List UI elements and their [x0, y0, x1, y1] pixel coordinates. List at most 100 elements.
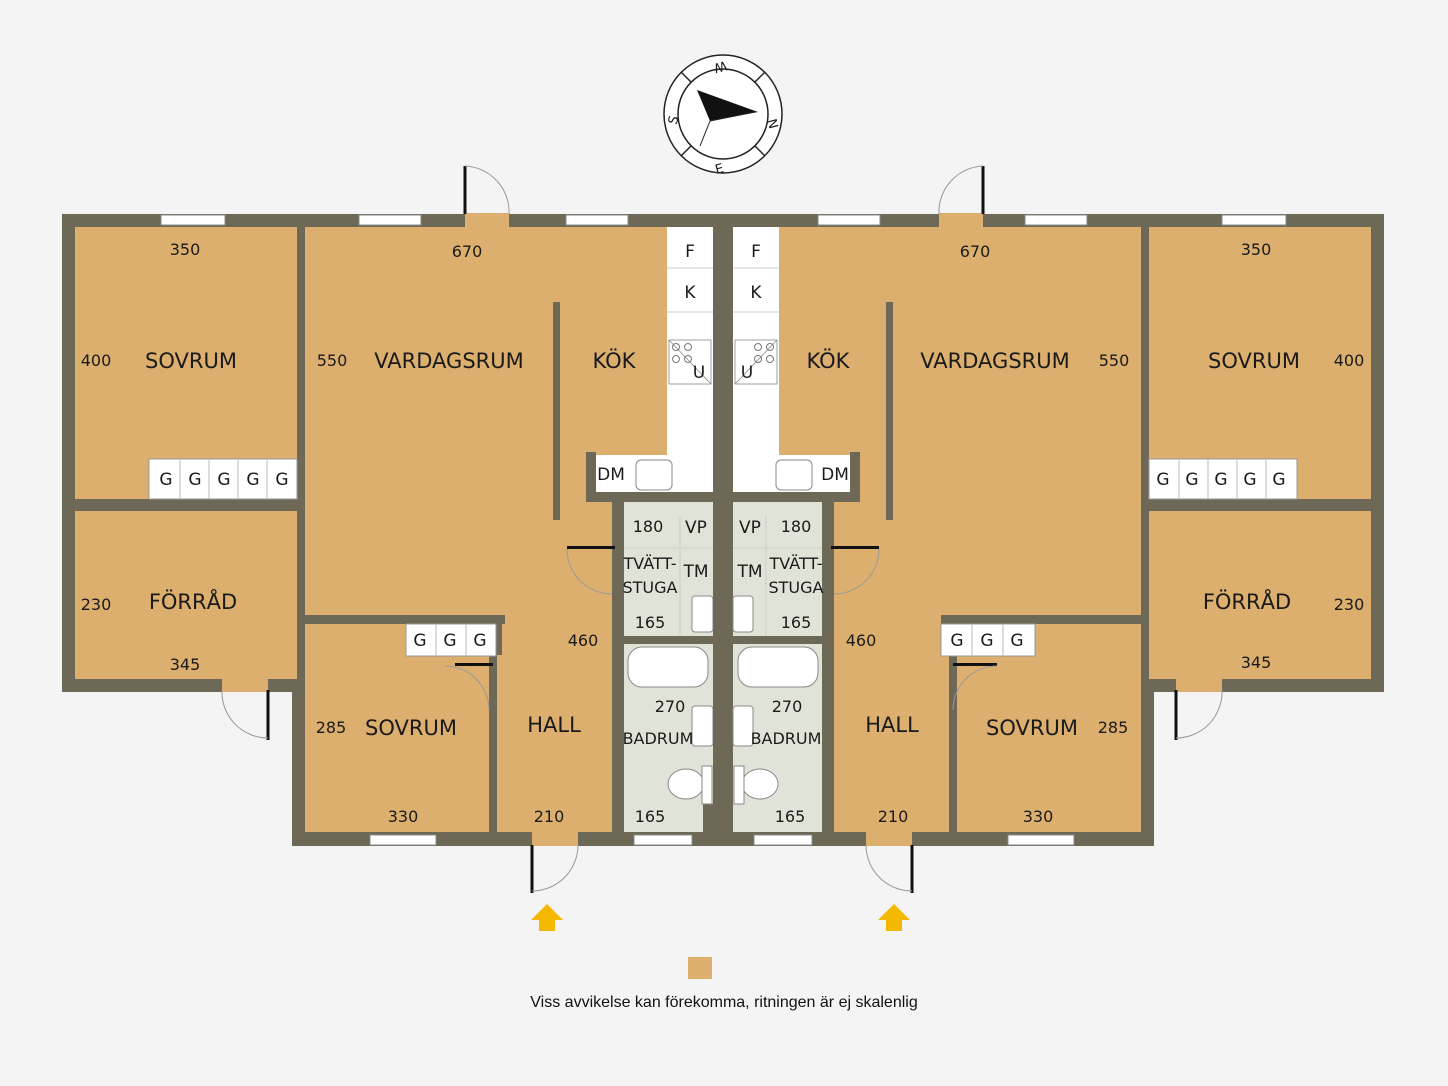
label-wardrobe: G — [1185, 470, 1198, 490]
compass-west-label: W — [712, 57, 728, 75]
sink-icon — [775, 459, 813, 491]
wardrobe-row-right-bottom — [940, 623, 1036, 657]
label-tvatt-1: TVÄTT- — [769, 554, 823, 573]
label-wardrobe: G — [1243, 470, 1256, 490]
doors — [221, 165, 1223, 893]
label-badrum: BADRUM — [623, 729, 694, 748]
label-wardrobe: G — [443, 631, 456, 651]
dim-sovrum-width: 350 — [1241, 240, 1272, 259]
label-freezer: F — [685, 242, 695, 262]
room-hall-right — [834, 612, 949, 832]
dim-hall-depth: 460 — [846, 631, 877, 650]
room-sovrum-right — [1149, 227, 1371, 499]
room-sovrum-small-left — [305, 624, 489, 832]
dim-tvatt-width: 165 — [635, 613, 666, 632]
label-sovrum-2: SOVRUM — [986, 716, 1078, 740]
label-heat-pump: VP — [739, 518, 761, 538]
dim-badrum-width: 165 — [635, 807, 666, 826]
left-unit-labels: 350 400 SOVRUM 670 550 VARDAGSRUM KÖK 23… — [81, 240, 709, 826]
label-freezer: F — [751, 242, 761, 262]
label-oven: U — [741, 363, 753, 383]
windows — [160, 214, 1287, 846]
left-unit — [75, 227, 747, 835]
wardrobe-row-left-top — [148, 458, 298, 500]
dim-tvatt-width: 165 — [781, 613, 812, 632]
label-fridge: K — [684, 283, 696, 303]
label-wardrobe: G — [1010, 631, 1023, 651]
sink-icon — [635, 459, 673, 491]
toilet-icon — [741, 768, 779, 800]
bathtub-icon — [627, 646, 709, 688]
label-wardrobe: G — [1156, 470, 1169, 490]
dim-forrad-width: 345 — [170, 655, 201, 674]
right-unit — [713, 227, 1371, 835]
room-vardagsrum-right — [779, 227, 1141, 615]
dim-hall-width: 210 — [534, 807, 565, 826]
entrance-arrow-icon — [878, 904, 910, 931]
dim-sovrum2-width: 330 — [1023, 807, 1054, 826]
label-forrad: FÖRRÅD — [149, 588, 237, 614]
label-fridge: K — [750, 283, 762, 303]
dim-forrad-depth: 230 — [81, 595, 112, 614]
label-tvatt-2: STUGA — [623, 578, 678, 597]
label-wardrobe: G — [246, 470, 259, 490]
label-sovrum: SOVRUM — [1208, 349, 1300, 373]
dim-vardagsrum-width: 670 — [960, 242, 991, 261]
label-wardrobe: G — [1272, 470, 1285, 490]
dim-vardagsrum-width: 670 — [452, 242, 483, 261]
washbasin-icon — [691, 705, 714, 747]
label-heat-pump: VP — [685, 518, 707, 538]
room-forrad-left — [75, 511, 297, 679]
toilet-icon — [667, 768, 705, 800]
label-wardrobe: G — [950, 631, 963, 651]
wardrobe-row-left-bottom — [405, 623, 497, 657]
label-dryer: TM — [682, 562, 708, 582]
label-wardrobe: G — [275, 470, 288, 490]
compass-north-label: N — [763, 117, 780, 130]
legend-swatch — [688, 957, 712, 979]
label-vardagsrum: VARDAGSRUM — [374, 349, 523, 373]
label-dishwasher: DM — [597, 465, 625, 485]
label-tvatt-2: STUGA — [769, 578, 824, 597]
label-oven: U — [693, 363, 705, 383]
label-kok: KÖK — [807, 348, 851, 373]
label-vardagsrum: VARDAGSRUM — [920, 349, 1069, 373]
label-dryer: TM — [736, 562, 762, 582]
label-hall: HALL — [527, 713, 581, 737]
dim-badrum-depth: 270 — [772, 697, 803, 716]
dim-sovrum2-width: 330 — [388, 807, 419, 826]
dim-badrum-width: 165 — [775, 807, 806, 826]
dim-sovrum-depth: 400 — [1334, 351, 1365, 370]
label-dishwasher: DM — [821, 465, 849, 485]
label-sovrum: SOVRUM — [145, 349, 237, 373]
disclaimer-text: Viss avvikelse kan förekomma, ritningen … — [530, 994, 918, 1011]
dim-hall-width: 210 — [878, 807, 909, 826]
label-wardrobe: G — [159, 470, 172, 490]
dim-tvatt-top: 180 — [633, 517, 664, 536]
compass-east-label: E — [714, 161, 726, 178]
dim-tvatt-top: 180 — [781, 517, 812, 536]
label-forrad: FÖRRÅD — [1203, 588, 1291, 614]
entrance-arrow-icon — [531, 904, 563, 931]
dim-hall-depth: 460 — [568, 631, 599, 650]
dim-forrad-width: 345 — [1241, 653, 1272, 672]
dim-vardagsrum-depth: 550 — [317, 351, 348, 370]
washbasin-icon — [732, 705, 754, 747]
dim-sovrum2-depth: 285 — [1098, 718, 1129, 737]
label-kok: KÖK — [593, 348, 637, 373]
room-forrad-right — [1149, 511, 1371, 679]
dim-sovrum-depth: 400 — [81, 351, 112, 370]
label-wardrobe: G — [217, 470, 230, 490]
room-sovrum-small-right — [957, 624, 1141, 832]
label-wardrobe: G — [473, 631, 486, 651]
label-wardrobe: G — [1214, 470, 1227, 490]
label-tvatt-1: TVÄTT- — [623, 554, 677, 573]
compass-rose-icon: N S E W — [663, 54, 783, 178]
dim-badrum-depth: 270 — [655, 697, 686, 716]
compass-south-label: S — [666, 114, 683, 126]
room-hall-left — [497, 612, 612, 832]
label-sovrum-2: SOVRUM — [365, 716, 457, 740]
label-wardrobe: G — [413, 631, 426, 651]
dim-sovrum2-depth: 285 — [316, 718, 347, 737]
